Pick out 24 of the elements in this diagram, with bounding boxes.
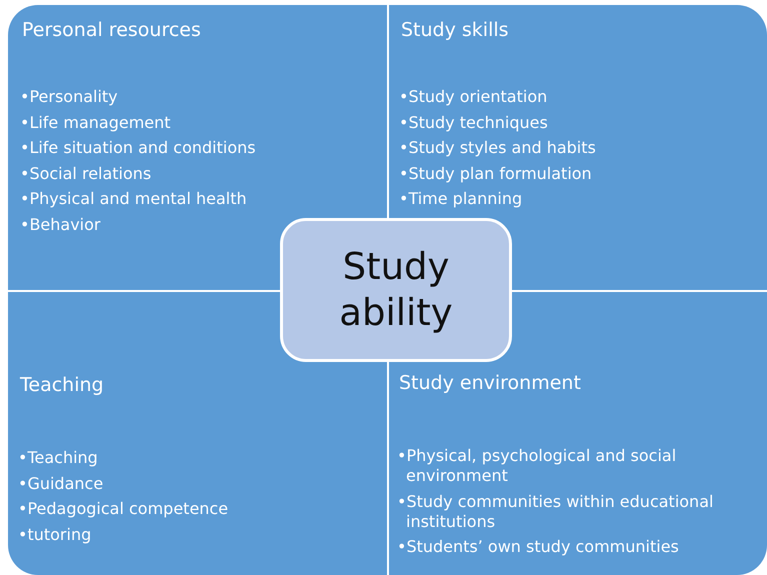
bullet-item: •Social relations — [20, 164, 152, 184]
bullet-item: •Physical and mental health — [20, 189, 248, 209]
bullet-item: •Teaching — [18, 448, 99, 468]
bullet-item: •Physical, psychological and social environment — [397, 446, 678, 486]
bullet-item: •Life situation and conditions — [20, 138, 257, 158]
bullet-item: •Study communities within educational institutions — [397, 492, 714, 532]
bullet-item: •Guidance — [18, 474, 104, 494]
bullet-item: •Study plan formulation — [399, 164, 593, 184]
bullet-item: •Study orientation — [399, 87, 548, 107]
center-label: Study ability — [338, 244, 454, 336]
panel-heading: Study skills — [401, 19, 509, 41]
center-box — [280, 218, 512, 362]
bullet-item: •Study techniques — [399, 112, 549, 132]
bullet-item: •tutoring — [18, 524, 92, 544]
panel-heading: Personal resources — [22, 19, 201, 41]
panel-heading: Study environment — [399, 372, 581, 394]
bullet-item: •Behavior — [20, 214, 102, 234]
bullet-item: •Time planning — [399, 189, 524, 209]
bullet-item: •Personality — [20, 87, 119, 107]
bullet-item: •Students’ own study communities — [397, 537, 680, 557]
bullet-item: •Study styles and habits — [399, 138, 597, 158]
panel-heading: Teaching — [20, 374, 104, 396]
bullet-item: •Life management — [20, 112, 172, 132]
bullet-item: •Pedagogical competence — [18, 499, 230, 519]
